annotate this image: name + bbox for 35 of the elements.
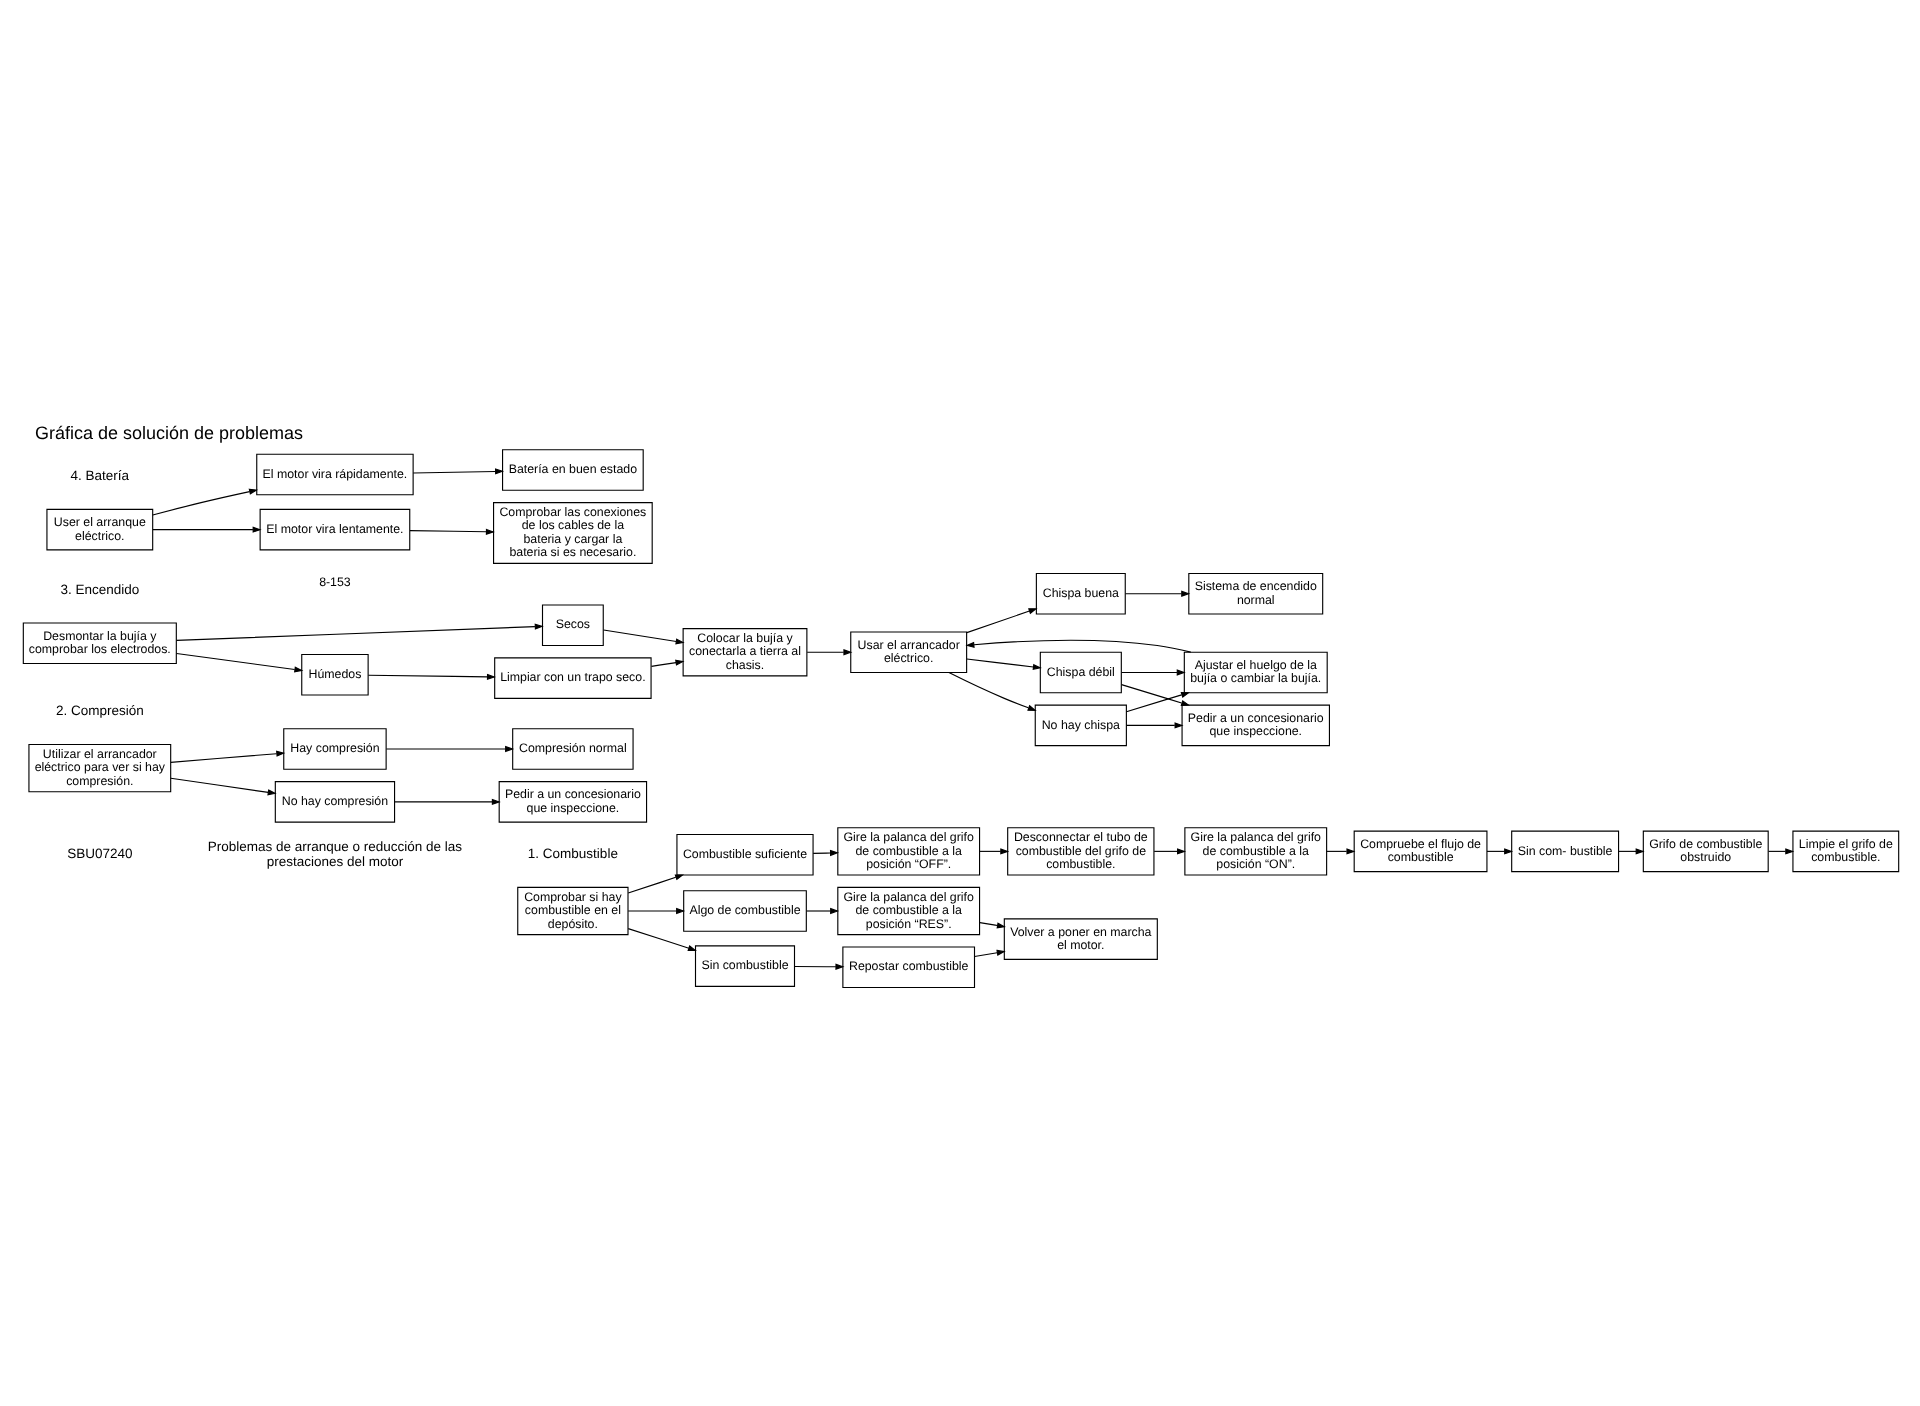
arrow <box>169 749 285 762</box>
arrow <box>978 847 1009 854</box>
arrow <box>1152 847 1186 854</box>
arrow <box>805 906 839 914</box>
arrow <box>947 670 1036 710</box>
arrow <box>649 658 684 666</box>
arrow <box>393 797 500 805</box>
arrow <box>805 648 852 655</box>
arrow <box>626 906 685 914</box>
arrow <box>626 927 696 951</box>
diagram-title: Gráfica de solución de problemas <box>33 422 303 443</box>
arrow <box>811 848 839 856</box>
arrow <box>411 467 504 474</box>
arrow <box>1120 683 1190 705</box>
arrow <box>408 527 494 534</box>
arrow <box>366 672 495 680</box>
arrow <box>1124 721 1183 728</box>
arrow <box>978 921 1005 928</box>
arrow <box>793 962 844 969</box>
arrow <box>602 628 684 644</box>
arrow <box>1124 690 1190 712</box>
arrow <box>1120 668 1185 675</box>
arrow <box>1325 847 1355 854</box>
arrow <box>169 776 276 795</box>
arrow <box>151 487 258 515</box>
arrow <box>1123 589 1190 596</box>
arrow <box>965 657 1041 670</box>
arrow <box>175 622 543 640</box>
arrow <box>972 948 1005 957</box>
arrow <box>626 873 684 893</box>
arrow <box>175 651 303 672</box>
arrow <box>965 607 1037 633</box>
arrow <box>384 744 514 752</box>
arrow <box>964 638 1191 652</box>
arrow <box>151 525 261 532</box>
